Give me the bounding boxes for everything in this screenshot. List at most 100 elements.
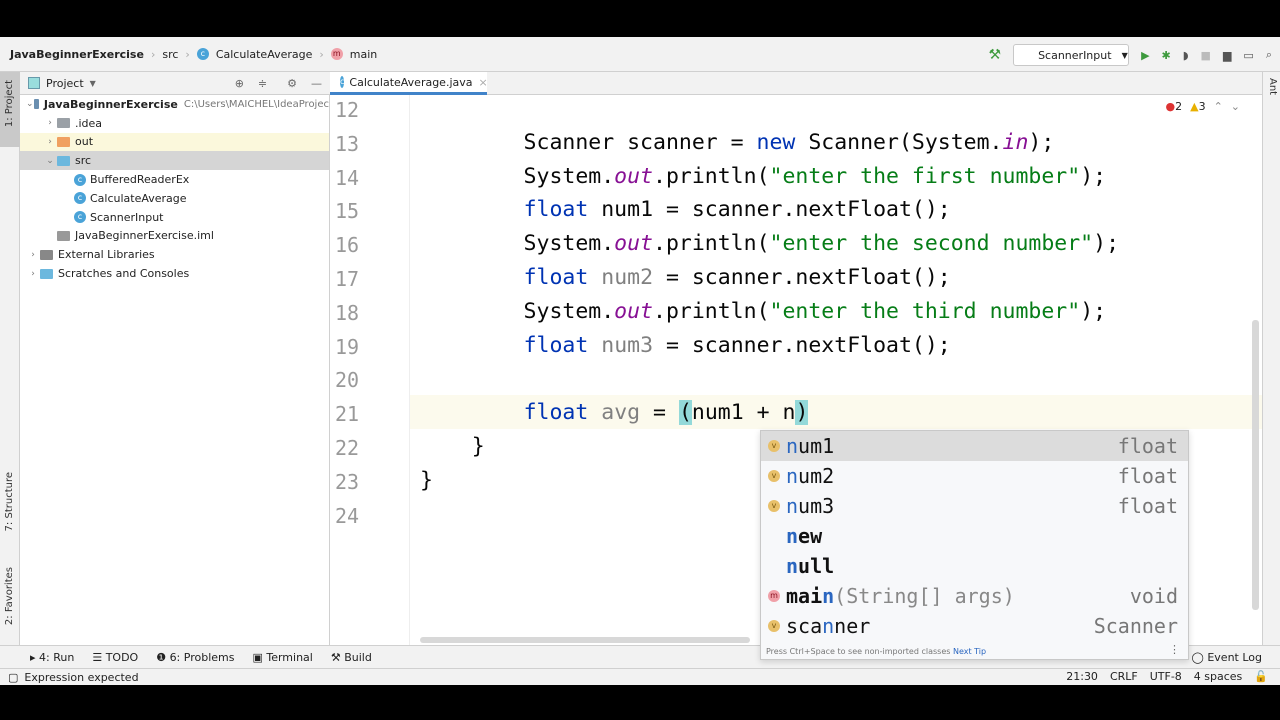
terminal-icon[interactable]: ▭: [1243, 48, 1254, 62]
chevron-down-icon[interactable]: ⌄: [26, 99, 34, 110]
lock-icon[interactable]: 🔓: [1254, 670, 1268, 683]
run-tool-button[interactable]: ▸ 4: Run: [30, 650, 75, 664]
breadcrumb-method[interactable]: main: [349, 47, 378, 61]
next-highlight-icon[interactable]: ⌄: [1230, 100, 1240, 113]
code-line: System.out.println("enter the third numb…: [420, 298, 1107, 324]
tree-item-javabeginnerexercise-iml[interactable]: JavaBeginnerExercise.iml: [20, 227, 329, 246]
locate-icon[interactable]: ⊕: [234, 76, 244, 90]
code-token: System.: [420, 231, 615, 257]
gear-icon[interactable]: ⚙: [287, 76, 297, 90]
folder-blue-icon: [57, 155, 70, 166]
project-view-select[interactable]: Project: [46, 76, 84, 90]
completion-label: num2: [786, 464, 835, 488]
chevron-right-icon[interactable]: ›: [31, 249, 35, 260]
line-number: 24: [335, 503, 360, 528]
event-log-label: Event Log: [1207, 650, 1262, 664]
chevron-right-icon[interactable]: ›: [48, 118, 52, 129]
indent-setting[interactable]: 4 spaces: [1193, 670, 1243, 683]
completion-hint: Press Ctrl+Space to see non-imported cla…: [766, 647, 951, 656]
tree-item-external-libraries[interactable]: ›External Libraries: [20, 245, 329, 264]
terminal-tool-button[interactable]: ▣ Terminal: [252, 650, 313, 664]
completion-type: Scanner: [1093, 614, 1178, 638]
run-icon[interactable]: ▶: [1141, 48, 1150, 62]
favorites-tool-button[interactable]: 2: Favorites: [4, 567, 15, 626]
line-number: 15: [335, 199, 360, 224]
code-token: (: [678, 400, 692, 426]
caret-position[interactable]: 21:30: [1066, 670, 1098, 683]
code-line: float num1 = scanner.nextFloat();: [420, 197, 951, 222]
event-log-button[interactable]: ◯ Event Log: [1191, 650, 1262, 664]
left-tool-stripe: 1: Project 7: Structure 2: Favorites: [0, 72, 20, 668]
chevron-down-icon[interactable]: ▼: [89, 78, 96, 88]
tree-item-scratches-and-consoles[interactable]: › Scratches and Consoles: [20, 264, 329, 283]
build-tool-button[interactable]: ⚒ Build: [330, 650, 372, 664]
run-configuration-select[interactable]: ScannerInput▼: [1013, 44, 1130, 66]
line-separator[interactable]: CRLF: [1109, 670, 1138, 683]
vertical-scrollbar[interactable]: [1252, 320, 1259, 610]
next-tip-link[interactable]: Next Tip: [952, 647, 987, 656]
file-encoding[interactable]: UTF-8: [1149, 670, 1182, 683]
completion-type: float: [1117, 494, 1178, 518]
code-token: .println(: [653, 163, 770, 189]
coverage-icon[interactable]: ◗: [1182, 48, 1189, 62]
hammer-icon[interactable]: ⚒: [988, 47, 1002, 63]
line-number: 20: [335, 368, 360, 393]
stop-icon[interactable]: ■: [1200, 48, 1211, 62]
status-toggle-icon[interactable]: ▢: [8, 670, 19, 684]
project-structure-icon[interactable]: ▆: [1222, 48, 1232, 62]
chevron-down-icon[interactable]: ⌄: [46, 155, 54, 166]
tree-item-label: JavaBeginnerExercise: [43, 97, 178, 111]
previous-highlight-icon[interactable]: ⌃: [1213, 100, 1223, 113]
breadcrumb-class[interactable]: CalculateAverage: [215, 47, 313, 61]
breadcrumb-src[interactable]: src: [162, 47, 179, 61]
tree-item-out[interactable]: ›out: [20, 132, 329, 152]
blank-icon: [768, 530, 780, 542]
breadcrumb-project[interactable]: JavaBeginnerExercise: [10, 47, 144, 61]
inspection-widget[interactable]: ●2 ▲3 ⌃ ⌄: [1165, 100, 1240, 113]
problems-tool-button[interactable]: ❶ 6: Problems: [156, 650, 235, 664]
search-icon[interactable]: ⌕: [1265, 48, 1272, 61]
project-tool-button[interactable]: 1: Project: [4, 80, 15, 128]
line-number: 22: [335, 436, 360, 460]
ant-tool-button[interactable]: Ant: [1267, 78, 1278, 96]
horizontal-scrollbar[interactable]: [420, 637, 750, 643]
tree-item-label: Scratches and Consoles: [58, 267, 190, 281]
chevron-right-icon[interactable]: ›: [31, 268, 35, 279]
tab-calculate-average[interactable]: c CalculateAverage.java ×: [330, 72, 488, 95]
completion-item-null[interactable]: null: [761, 551, 1188, 581]
chevron-right-icon[interactable]: ›: [48, 136, 52, 147]
code-line: float num3 = scanner.nextFloat();: [420, 333, 951, 358]
completion-label: num1: [786, 434, 835, 458]
tree-item--idea[interactable]: ›.idea: [20, 114, 329, 133]
completion-item-new[interactable]: new: [761, 521, 1188, 551]
tree-item-src[interactable]: ⌄src: [20, 151, 329, 171]
code-line: float avg = (num1 + n): [420, 400, 809, 426]
debug-icon[interactable]: ✱: [1161, 48, 1171, 62]
more-options-icon[interactable]: ⋮: [1169, 643, 1180, 656]
code-token: "enter the third number": [769, 298, 1081, 324]
method-icon: m: [330, 48, 343, 60]
todo-tool-button[interactable]: ☰ TODO: [92, 650, 139, 664]
editor-tabs: c CalculateAverage.java ×: [330, 72, 1262, 95]
hide-icon[interactable]: —: [311, 76, 322, 90]
tree-item-label: BufferedReaderEx: [90, 173, 190, 187]
code-line: System.out.println("enter the first numb…: [420, 163, 1107, 189]
collapse-all-icon[interactable]: ≑: [257, 76, 268, 90]
close-icon[interactable]: ×: [478, 75, 488, 89]
method-icon: m: [768, 590, 780, 602]
class-icon: c: [196, 48, 209, 60]
structure-tool-button[interactable]: 7: Structure: [4, 472, 15, 532]
completion-label: null: [786, 554, 835, 578]
